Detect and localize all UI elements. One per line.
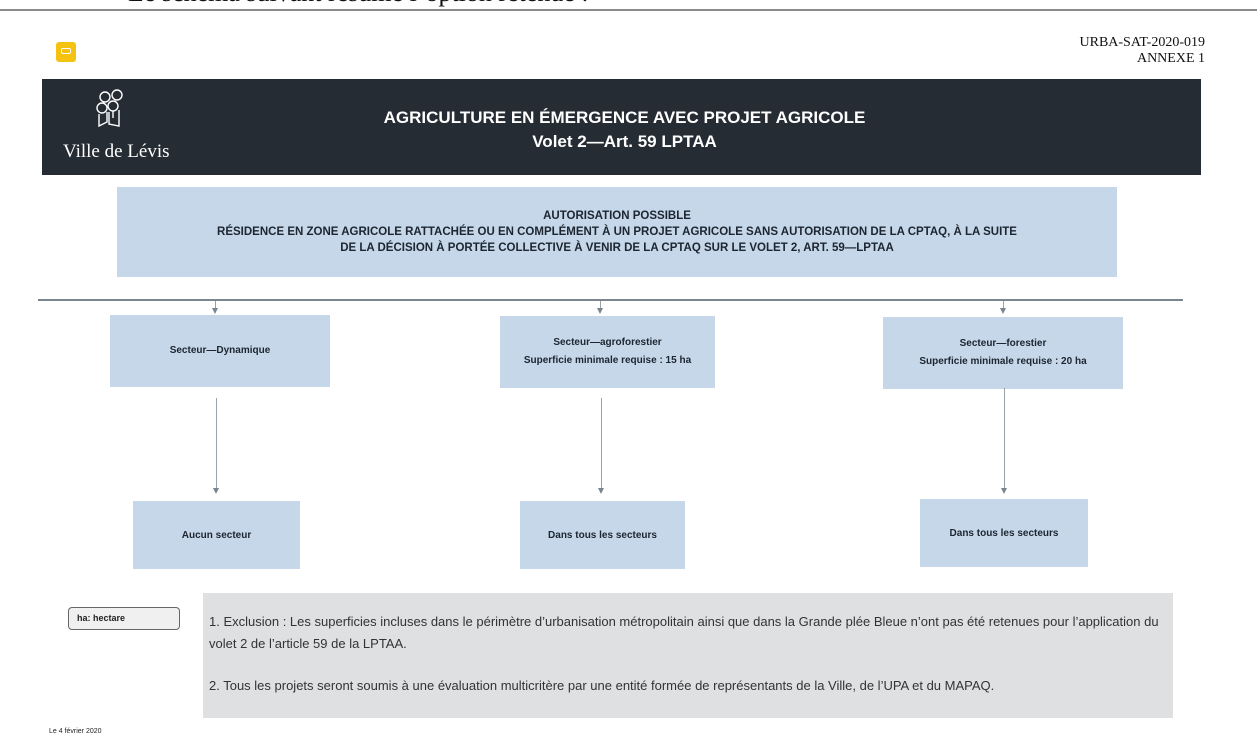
arrowhead — [598, 488, 604, 494]
connector-line — [215, 301, 216, 308]
note-evaluation: 2. Tous les projets seront soumis à une … — [209, 678, 995, 693]
ville-de-levis-logo-icon — [96, 89, 123, 128]
note-exclusion: 1. Exclusion : Les superficies incluses … — [209, 614, 1159, 651]
document-reference: URBA-SAT-2020-019 ANNEXE 1 — [1080, 35, 1206, 67]
comment-icon[interactable] — [56, 42, 76, 62]
result-box-forestier: Dans tous les secteurs — [920, 499, 1088, 567]
arrowhead — [597, 308, 603, 314]
authorization-line-1: RÉSIDENCE EN ZONE AGRICOLE RATTACHÉE OU … — [217, 226, 1017, 238]
result-label: Aucun secteur — [181, 529, 252, 541]
reference-code: URBA-SAT-2020-019 — [1079, 35, 1206, 50]
banner-title: AGRICULTURE EN ÉMERGENCE AVEC PROJET AGR… — [300, 106, 949, 154]
result-box-agroforestier: Dans tous les secteurs — [520, 501, 685, 569]
authorization-line-2: DE LA DÉCISION À PORTÉE COLLECTIVE À VEN… — [340, 242, 894, 254]
result-label: Dans tous les secteurs — [548, 529, 657, 541]
logo-wordmark: Ville de Lévis — [63, 141, 170, 162]
sector-box-forestier: Secteur—forestier Superficie minimale re… — [883, 317, 1123, 389]
connector-line — [216, 398, 217, 488]
result-box-dynamique: Aucun secteur — [133, 501, 300, 569]
sector-name: Secteur—agroforestier — [553, 337, 662, 348]
sector-box-dynamique: Secteur—Dynamique — [110, 315, 330, 387]
cut-off-heading: Le schéma suivant résume l’option retenu… — [128, 0, 589, 8]
arrowhead — [213, 488, 219, 494]
connector-line — [600, 301, 601, 308]
notes-box: 1. Exclusion : Les superficies incluses … — [203, 593, 1173, 718]
sector-box-agroforestier: Secteur—agroforestier Superficie minimal… — [500, 316, 715, 388]
sector-name: Secteur—forestier — [959, 338, 1047, 349]
banner-title-line-2: Volet 2—Art. 59 LPTAA — [532, 132, 717, 151]
sector-name: Secteur—Dynamique — [169, 345, 271, 356]
unit-legend: ha: hectare — [68, 607, 180, 630]
branch-line — [38, 299, 1183, 301]
connector-line — [1003, 301, 1004, 308]
result-label: Dans tous les secteurs — [949, 527, 1059, 539]
authorization-heading: AUTORISATION POSSIBLE — [543, 210, 691, 222]
arrowhead — [212, 308, 218, 314]
sector-requirement: Superficie minimale requise : 20 ha — [919, 356, 1087, 367]
document-date: Le 4 février 2020 — [49, 728, 102, 735]
arrowhead — [1001, 488, 1007, 494]
connector-line — [1004, 388, 1005, 488]
arrowhead — [1000, 308, 1006, 314]
connector-line — [601, 398, 602, 488]
title-banner — [42, 79, 1201, 175]
banner-title-line-1: AGRICULTURE EN ÉMERGENCE AVEC PROJET AGR… — [383, 108, 866, 127]
annex-label: ANNEXE 1 — [1136, 51, 1205, 66]
authorization-box: AUTORISATION POSSIBLE RÉSIDENCE EN ZONE … — [117, 187, 1117, 277]
page-separator — [0, 9, 1257, 11]
sector-requirement: Superficie minimale requise : 15 ha — [523, 355, 692, 366]
